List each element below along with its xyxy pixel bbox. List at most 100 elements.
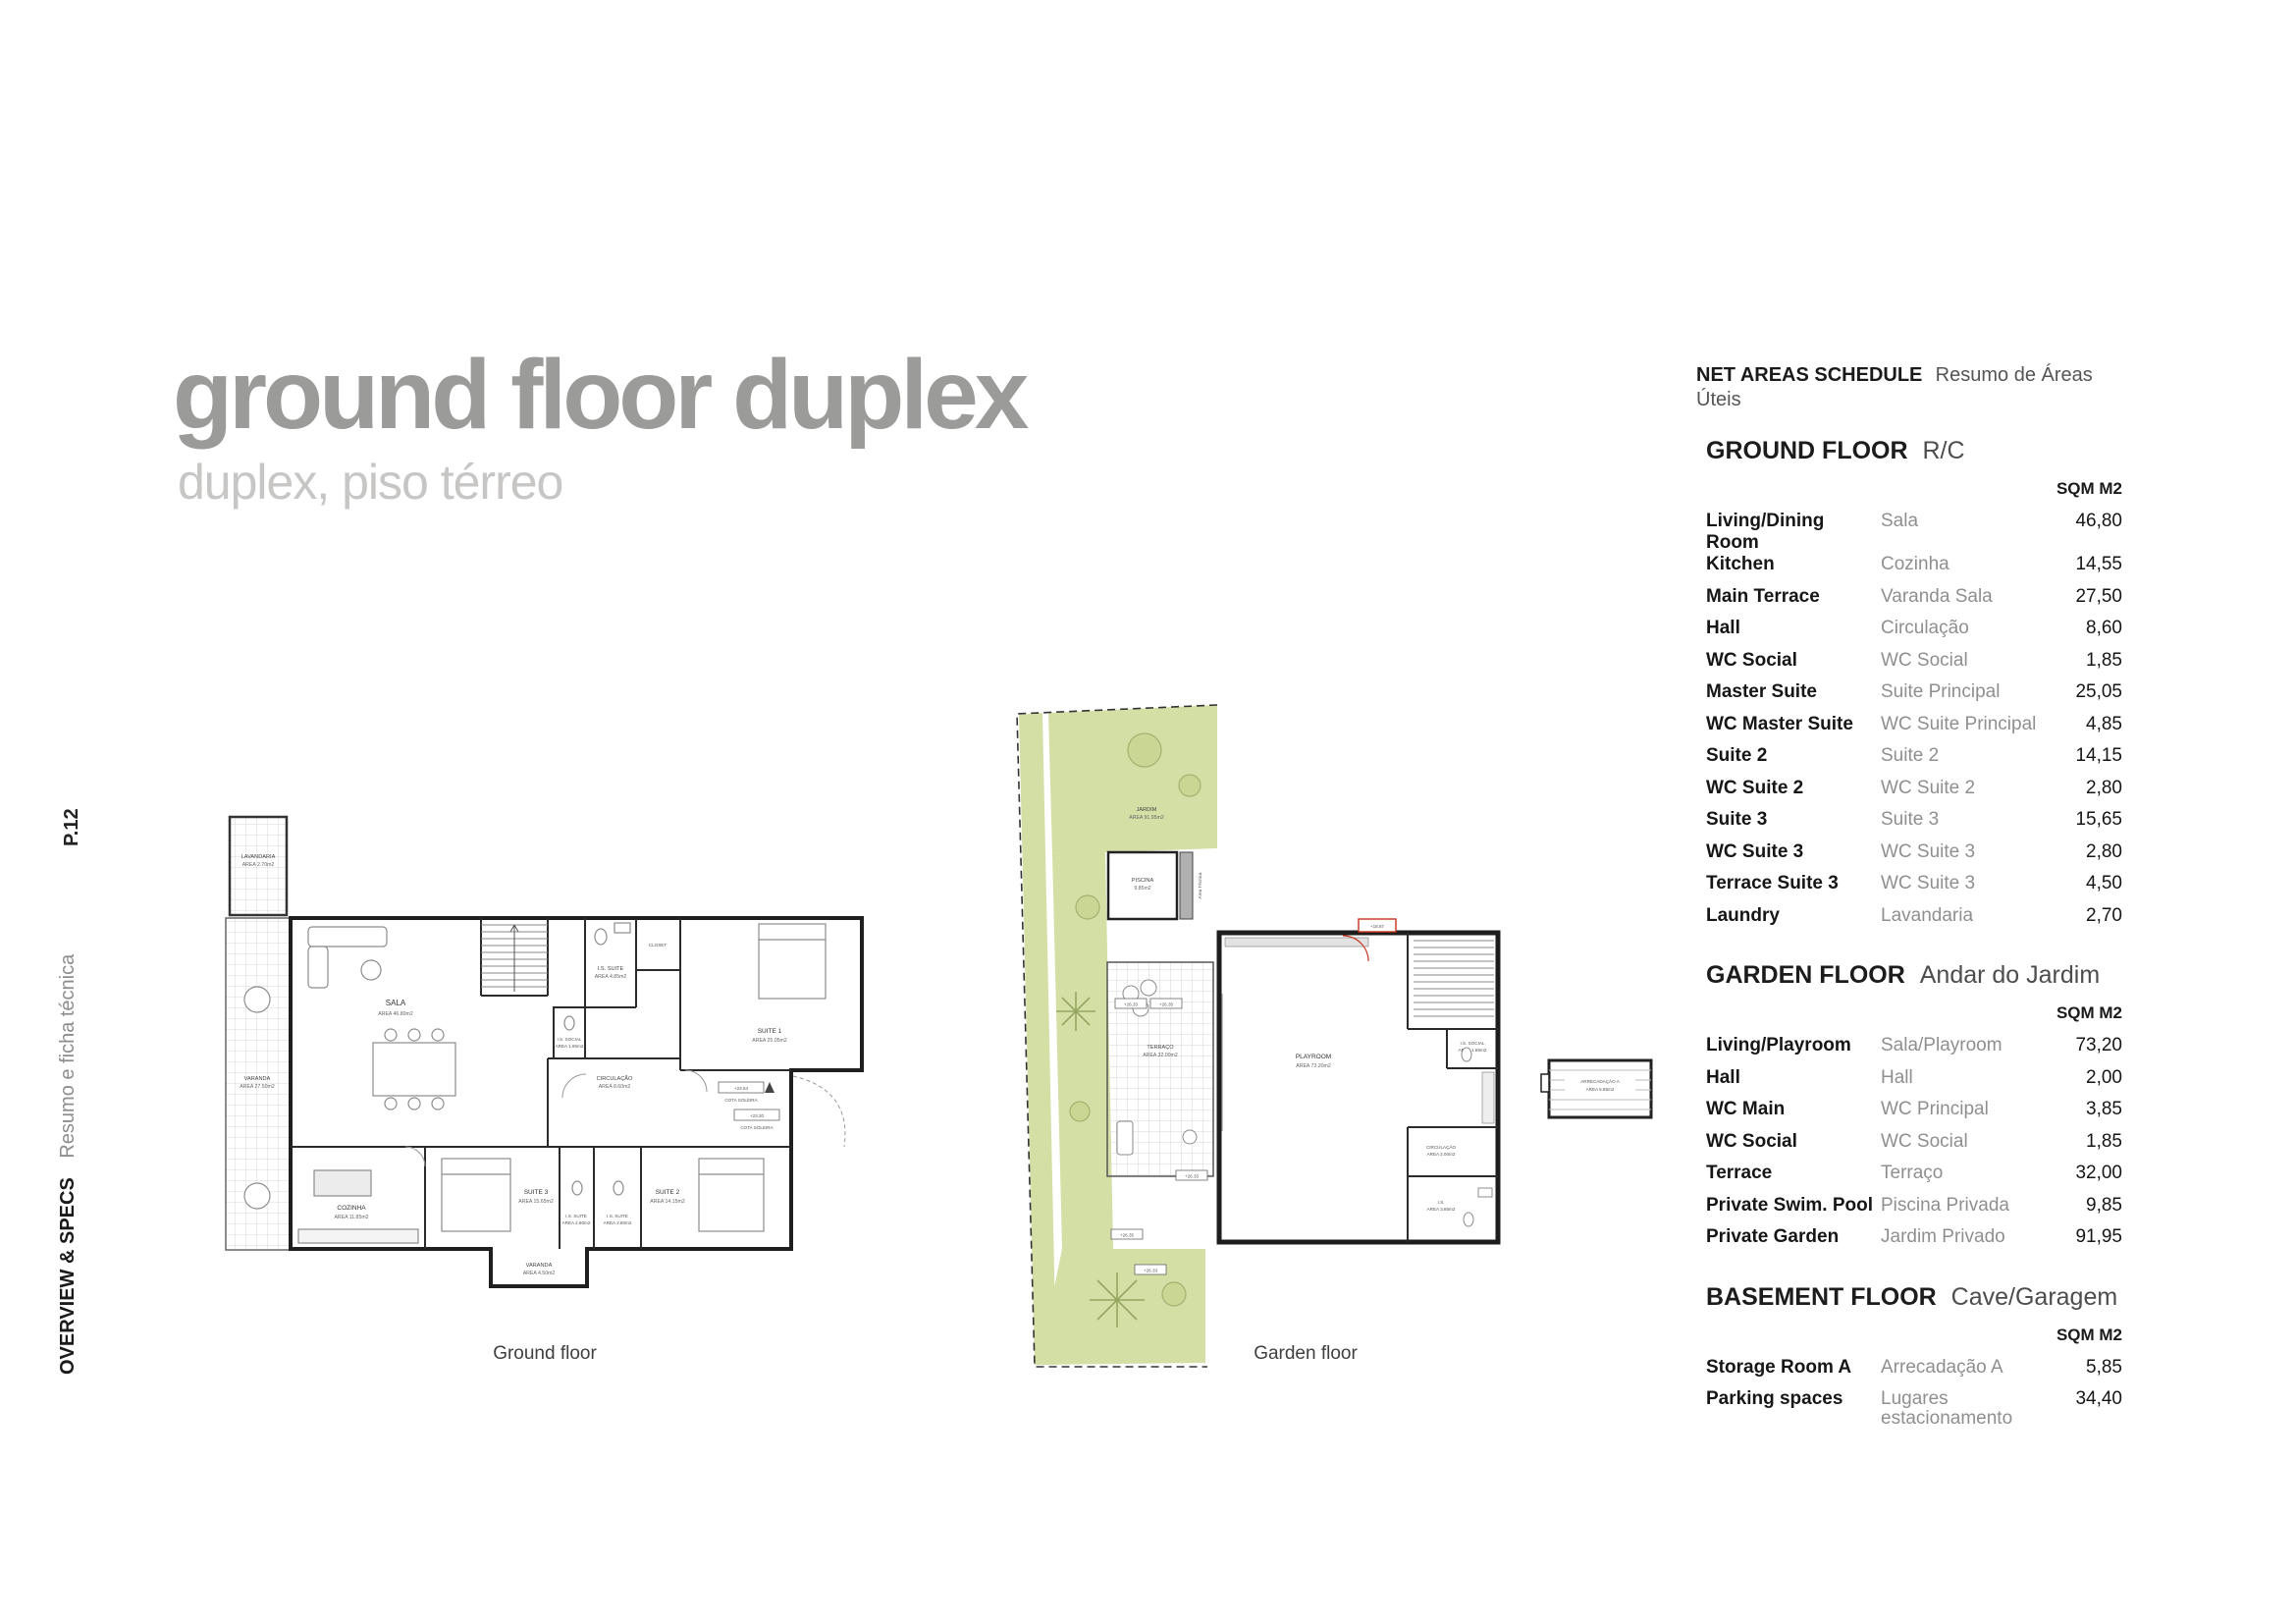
wc-main-label: I.S. bbox=[1438, 1200, 1445, 1205]
room-area: 2,80 bbox=[2086, 777, 2122, 798]
schedule-title-en: NET AREAS SCHEDULE bbox=[1696, 364, 1923, 386]
svg-text:AREA 4.85m2: AREA 4.85m2 bbox=[595, 974, 627, 980]
svg-text:AREA 2.80m2: AREA 2.80m2 bbox=[604, 1220, 632, 1225]
sidebar-section-subtitle: Resumo e ficha técnica bbox=[57, 953, 79, 1159]
area-row: WC Suite 3 WC Suite 3 2,80 bbox=[1696, 841, 2122, 874]
room-name-en: Private Swim. Pool bbox=[1706, 1194, 1873, 1216]
room-name-pt: Sala bbox=[1881, 511, 1919, 531]
room-area: 34,40 bbox=[2075, 1388, 2122, 1409]
playroom-label: PLAYROOM bbox=[1296, 1054, 1331, 1060]
svg-text:AREA 25.05m2: AREA 25.05m2 bbox=[752, 1038, 787, 1044]
svg-text:+26.33: +26.33 bbox=[1124, 1002, 1139, 1007]
area-rows: Storage Room A Arrecadação A 5,85 Parkin… bbox=[1696, 1357, 2122, 1430]
area-row: WC Social WC Social 1,85 bbox=[1696, 650, 2122, 682]
terrace-label: VARANDA bbox=[244, 1076, 271, 1082]
level-markers: +26.33 +26.35 +26.33 +26.35 +26.33 bbox=[1110, 998, 1208, 1275]
section-name: GARDEN FLOOR bbox=[1706, 961, 1905, 989]
room-name-en: Laundry bbox=[1706, 904, 1780, 926]
section-subtitle: Cave/Garagem bbox=[1950, 1282, 2118, 1311]
wc-social-label: I.S. SOCIAL bbox=[1460, 1041, 1484, 1046]
area-row: Suite 3 Suite 3 15,65 bbox=[1696, 809, 2122, 841]
area-row: WC Suite 2 WC Suite 2 2,80 bbox=[1696, 778, 2122, 810]
wc-master-label: I.S. SUITE bbox=[598, 966, 624, 972]
master-suite-label: SUITE 1 bbox=[758, 1028, 782, 1035]
svg-text:AREA 1.85m2: AREA 1.85m2 bbox=[556, 1044, 584, 1049]
room-name-pt: Varanda Sala bbox=[1881, 585, 1993, 607]
room-name-pt: Lavandaria bbox=[1881, 904, 1974, 926]
room-name-pt: WC Principal bbox=[1881, 1099, 1989, 1119]
svg-text:AREA 3.85m2: AREA 3.85m2 bbox=[1427, 1207, 1456, 1212]
room-name-pt: Cozinha bbox=[1881, 554, 1949, 574]
room-name-en: Suite 3 bbox=[1706, 809, 1768, 830]
room-name-en: Terrace Suite 3 bbox=[1706, 873, 1839, 893]
area-row: Living/Dining Room Sala 46,80 bbox=[1696, 511, 2122, 554]
room-area: 1,85 bbox=[2086, 649, 2122, 671]
room-area: 9,85 bbox=[2086, 1194, 2122, 1216]
laundry-room bbox=[228, 815, 289, 917]
room-name-en: WC Main bbox=[1706, 1099, 1786, 1119]
section-heading: GARDEN FLOOR Andar do Jardim bbox=[1696, 960, 2122, 990]
room-name-pt: WC Social bbox=[1881, 1130, 1968, 1152]
wc-social-label: I.S. SOCIAL bbox=[557, 1037, 581, 1042]
area-row: WC Master Suite WC Suite Principal 4,85 bbox=[1696, 714, 2122, 746]
svg-text:I.S. SUITE: I.S. SUITE bbox=[607, 1214, 628, 1218]
palm-trees bbox=[1056, 992, 1145, 1327]
room-area: 4,50 bbox=[2086, 873, 2122, 893]
laundry-label: LAVANDARIA bbox=[241, 854, 276, 860]
room-name-pt: Sala/Playroom bbox=[1881, 1035, 2002, 1056]
room-name-pt: Hall bbox=[1881, 1066, 1913, 1088]
room-name-en: Storage Room A bbox=[1706, 1356, 1852, 1378]
suite2-label: SUITE 2 bbox=[656, 1189, 680, 1196]
schedule-title: NET AREAS SCHEDULE Resumo de Áreas Úteis bbox=[1696, 363, 2122, 412]
area-row: WC Social WC Social 1,85 bbox=[1696, 1131, 2122, 1164]
area-row: Main Terrace Varanda Sala 27,50 bbox=[1696, 586, 2122, 619]
room-name-pt: Circulação bbox=[1881, 618, 1969, 638]
room-name-en: WC Suite 3 bbox=[1706, 840, 1804, 862]
net-areas-schedule: NET AREAS SCHEDULE Resumo de Áreas Úteis… bbox=[1696, 363, 2122, 1429]
page-title: ground floor duplex bbox=[173, 340, 1029, 450]
garden-area-label: JARDIM AREA 91.95m2 bbox=[1129, 807, 1164, 821]
svg-text:JARDIM: JARDIM bbox=[1137, 807, 1157, 813]
section-heading: BASEMENT FLOOR Cave/Garagem bbox=[1696, 1282, 2122, 1312]
garden-trees bbox=[1069, 732, 1201, 1307]
room-name-pt: Terraço bbox=[1881, 1163, 1944, 1183]
room-name-pt: Piscina Privada bbox=[1881, 1194, 2009, 1216]
unit-header: SQM M2 bbox=[2056, 1003, 2122, 1022]
area-row: Hall Hall 2,00 bbox=[1696, 1067, 2122, 1100]
garden-floor-plan: JARDIM AREA 91.95m2 PISCINA 9.85m2 Área … bbox=[1016, 704, 1653, 1368]
room-area: 25,05 bbox=[2075, 681, 2122, 702]
room-name-pt: WC Suite 3 bbox=[1881, 873, 1976, 893]
section-garden-floor: GARDEN FLOOR Andar do Jardim SQM M2 Livi… bbox=[1696, 960, 2122, 1259]
unit-header: SQM M2 bbox=[2056, 479, 2122, 498]
room-area: 27,50 bbox=[2075, 585, 2122, 607]
room-name-pt: WC Social bbox=[1881, 649, 1968, 671]
room-name-pt: Suite 3 bbox=[1881, 809, 1940, 830]
room-name-en: WC Social bbox=[1706, 1130, 1797, 1152]
svg-text:COTA SOLEIRA: COTA SOLEIRA bbox=[740, 1125, 774, 1130]
svg-text:+26.35: +26.35 bbox=[1159, 1002, 1174, 1007]
svg-text:AREA 4.50m2: AREA 4.50m2 bbox=[523, 1271, 556, 1276]
svg-text:+23.20: +23.20 bbox=[750, 1113, 765, 1118]
area-row: Master Suite Suite Principal 25,05 bbox=[1696, 681, 2122, 714]
svg-text:AREA 91.95m2: AREA 91.95m2 bbox=[1129, 815, 1164, 821]
pool-label: PISCINA bbox=[1132, 878, 1154, 884]
svg-text:AREA 2.70m2: AREA 2.70m2 bbox=[242, 862, 275, 868]
area-rows: Living/Playroom Sala/Playroom 73,20 Hall… bbox=[1696, 1035, 2122, 1259]
room-name-pt: Arrecadação A bbox=[1881, 1356, 2003, 1378]
hall-label: CIRCULAÇÃO bbox=[597, 1075, 633, 1082]
svg-text:AREA 73.20m2: AREA 73.20m2 bbox=[1296, 1063, 1331, 1069]
room-area: 32,00 bbox=[2075, 1163, 2122, 1183]
room-area: 4,85 bbox=[2086, 713, 2122, 734]
svg-text:AREA 2.00m2: AREA 2.00m2 bbox=[1427, 1152, 1456, 1157]
small-terrace-label: VARANDA bbox=[526, 1263, 553, 1269]
svg-text:AREA 8.60m2: AREA 8.60m2 bbox=[599, 1084, 631, 1090]
area-row: Suite 2 Suite 2 14,15 bbox=[1696, 745, 2122, 778]
room-area: 14,55 bbox=[2075, 554, 2122, 574]
sidebar-section-title: OVERVIEW & SPECS bbox=[57, 1177, 79, 1375]
section-subtitle: R/C bbox=[1922, 437, 1965, 464]
stairs bbox=[481, 924, 548, 992]
svg-text:+26.35: +26.35 bbox=[1120, 1233, 1135, 1238]
svg-text:+26.33: +26.33 bbox=[1185, 1174, 1200, 1179]
room-name-en: Terrace bbox=[1706, 1163, 1773, 1183]
svg-text:AREA 11.85m2: AREA 11.85m2 bbox=[334, 1215, 368, 1220]
